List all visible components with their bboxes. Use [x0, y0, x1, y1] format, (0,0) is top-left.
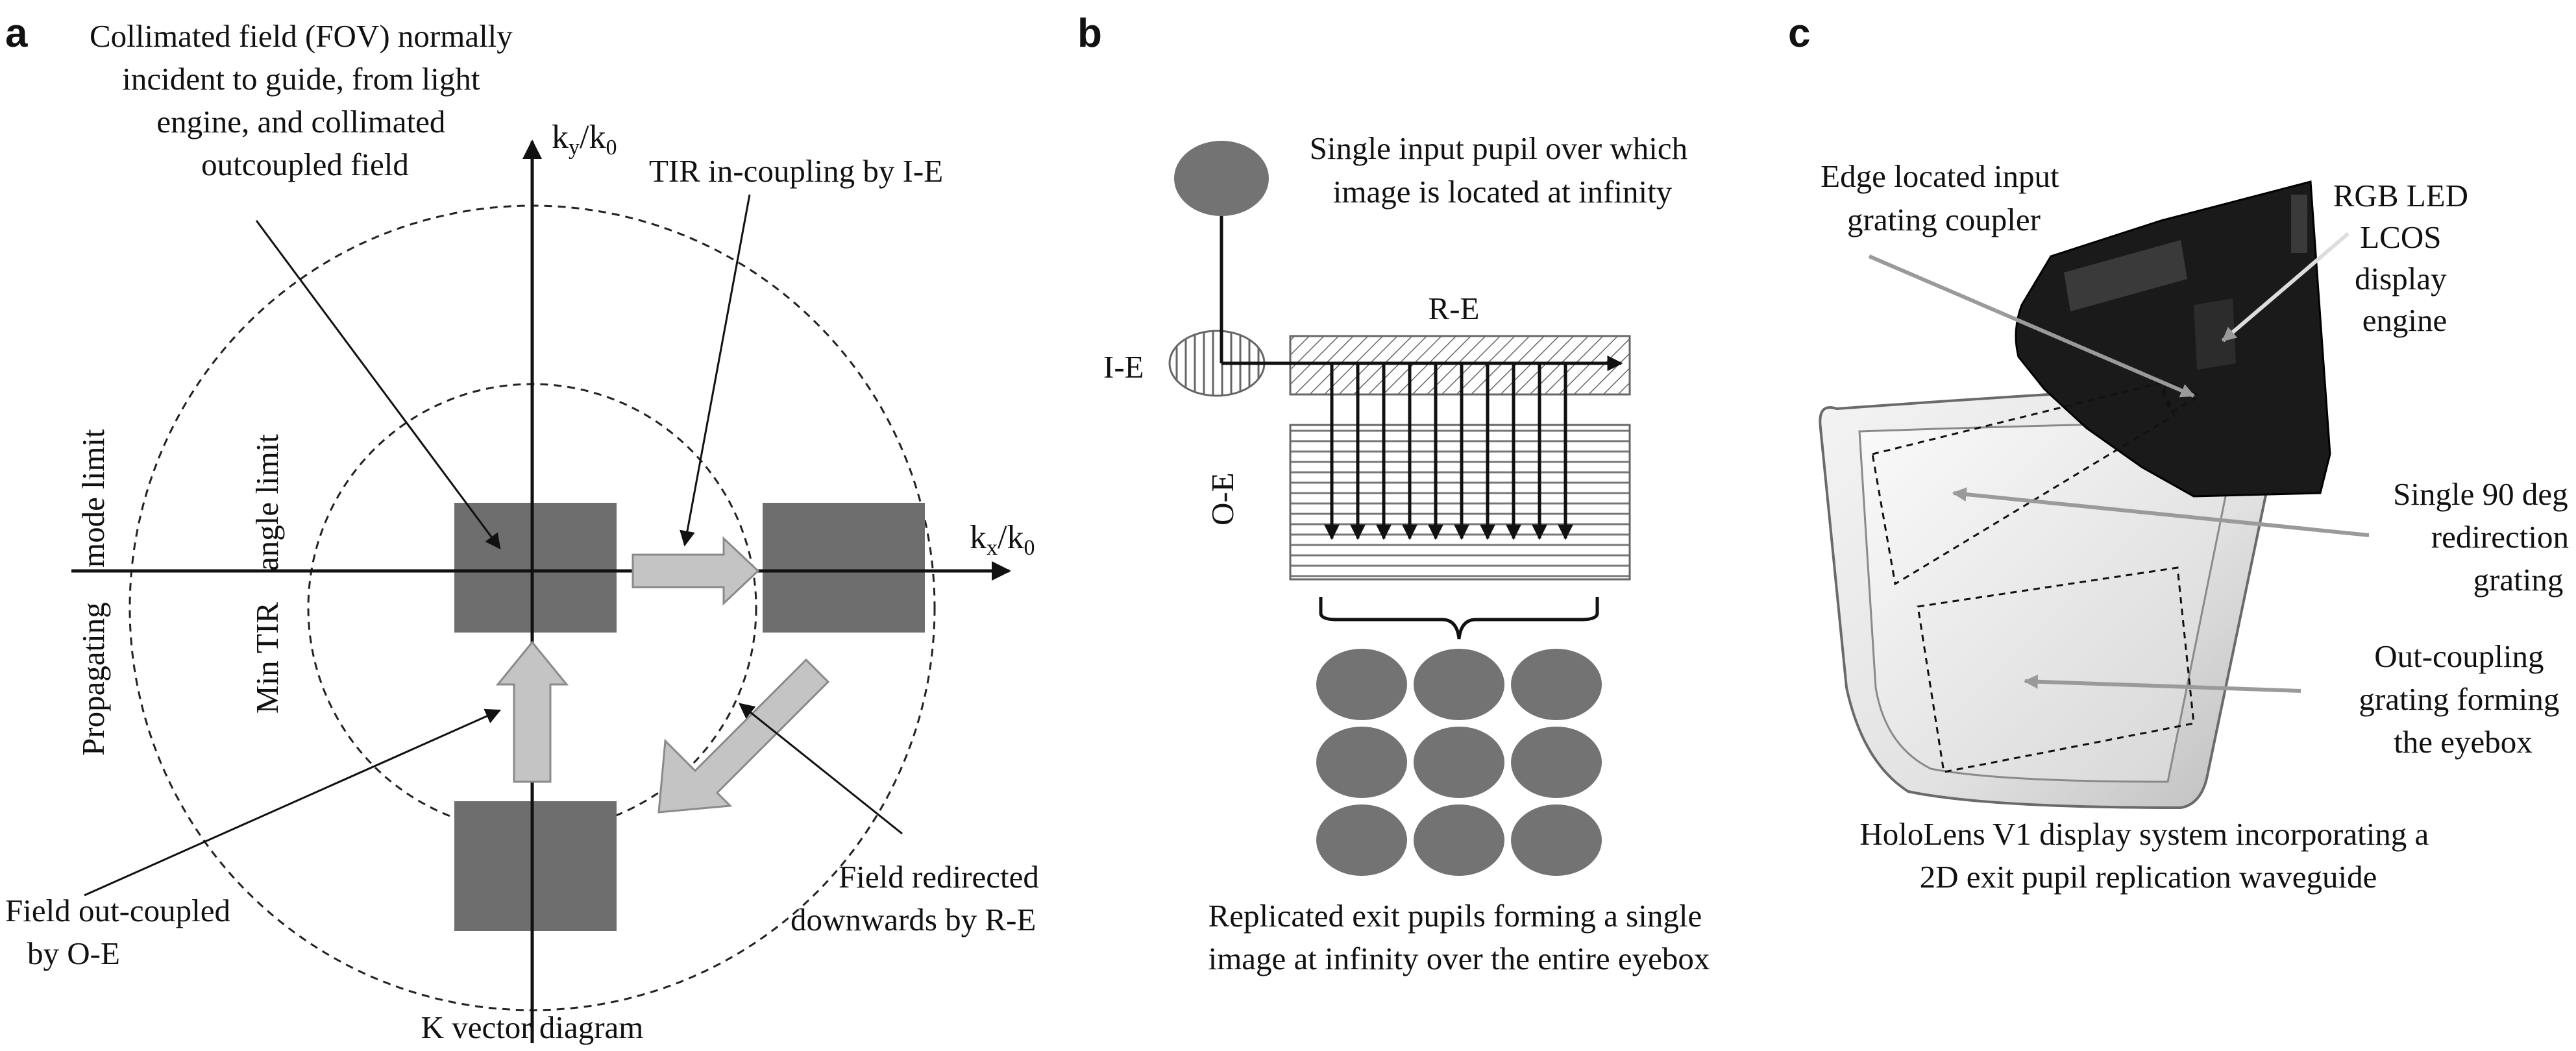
fov-callout-arrow — [255, 220, 501, 550]
re-label: R-E — [1429, 291, 1480, 326]
outcoupled-callout-arrow — [84, 708, 502, 897]
outcoupling-label: Out-coupling grating forming the eyebox — [2359, 638, 2567, 760]
redirection-grating-outline — [1871, 381, 2176, 586]
fov-note: Collimated field (FOV) normally incident… — [90, 18, 521, 182]
redirection-label: Single 90 deg redirection grating — [2393, 476, 2576, 598]
input-grating-outline — [2160, 381, 2203, 414]
exit-pupil — [1414, 804, 1504, 876]
oe-label: O-E — [1205, 472, 1240, 526]
input-pupil — [1174, 141, 1269, 216]
exit-pupil — [1414, 649, 1504, 720]
engine-detail — [2194, 298, 2236, 370]
engine-slot — [2291, 195, 2307, 253]
panel-a: a Collimated field (FOV) normally incide… — [5, 11, 1047, 1045]
exit-pupil — [1316, 727, 1407, 798]
display-engine — [2015, 180, 2331, 498]
svg-text:angle limit: angle limit — [249, 434, 285, 571]
fov-box-center — [454, 503, 617, 633]
panel-c: c Edge located input grating coupler RGB… — [1788, 11, 2576, 895]
svg-text:Min TIR: Min TIR — [249, 602, 285, 714]
tir-incoupling-hollow-arrow — [632, 536, 760, 606]
fov-box-incoupled — [763, 503, 925, 633]
panel-b-letter: b — [1077, 11, 1102, 56]
exit-pupil — [1511, 649, 1602, 720]
outcoupling-beams — [1324, 363, 1573, 540]
exit-pupil — [1414, 727, 1504, 798]
fov-box-outcoupled — [454, 801, 617, 931]
panel-c-letter: c — [1788, 11, 1810, 56]
engine-highlight — [2064, 240, 2187, 311]
engine-callout — [2222, 232, 2349, 343]
svg-text:mode limit: mode limit — [75, 429, 111, 568]
exit-pupil-grid — [1316, 649, 1602, 876]
engine-label: RGB LED LCOS display engine — [2333, 178, 2477, 338]
redirection-callout — [1952, 487, 2370, 537]
input-grating-label: Edge located input grating coupler — [1821, 158, 2067, 237]
kx-axis-label: kx/k0 — [970, 519, 1035, 560]
panel-a-letter: a — [5, 11, 28, 56]
ie-label: I-E — [1103, 349, 1144, 385]
hololens-caption: HoloLens V1 display system incorporating… — [1859, 816, 2436, 895]
ky-axis-label: ky/k0 — [552, 119, 617, 160]
k-vector-caption: K vector diagram — [421, 1009, 644, 1045]
propagating-mode-limit-label: Propagating mode limit — [75, 429, 111, 756]
redirected-callout-arrow — [739, 703, 903, 835]
replicated-pupils-caption: Replicated exit pupils forming a single … — [1208, 898, 1710, 976]
field-redirected-label: Field redirected downwards by R-E — [791, 859, 1047, 937]
input-pupil-label: Single input pupil over which image is l… — [1310, 130, 1696, 210]
svg-text:Propagating: Propagating — [75, 602, 111, 756]
min-tir-angle-limit-label: Min TIR angle limit — [249, 434, 285, 714]
field-outcoupled-label: Field out-coupled by O-E — [5, 893, 238, 971]
eyebox-brace — [1319, 597, 1599, 640]
exit-pupil — [1316, 804, 1407, 876]
tir-incoupling-label: TIR in-coupling by I-E — [649, 153, 943, 189]
input-grating-callout — [1868, 254, 2196, 398]
redirection-hollow-arrow — [657, 658, 830, 814]
panel-b: b Single input pupil over which image is… — [1077, 11, 1710, 976]
outcoupling-grating-outline — [1917, 566, 2195, 773]
exit-pupil — [1511, 727, 1602, 798]
outcoupling-hollow-arrow — [495, 640, 569, 783]
outcoupling-callout — [2023, 674, 2301, 693]
tir-callout-arrow — [680, 194, 751, 547]
exit-pupil — [1316, 649, 1407, 720]
exit-pupil — [1511, 804, 1602, 876]
